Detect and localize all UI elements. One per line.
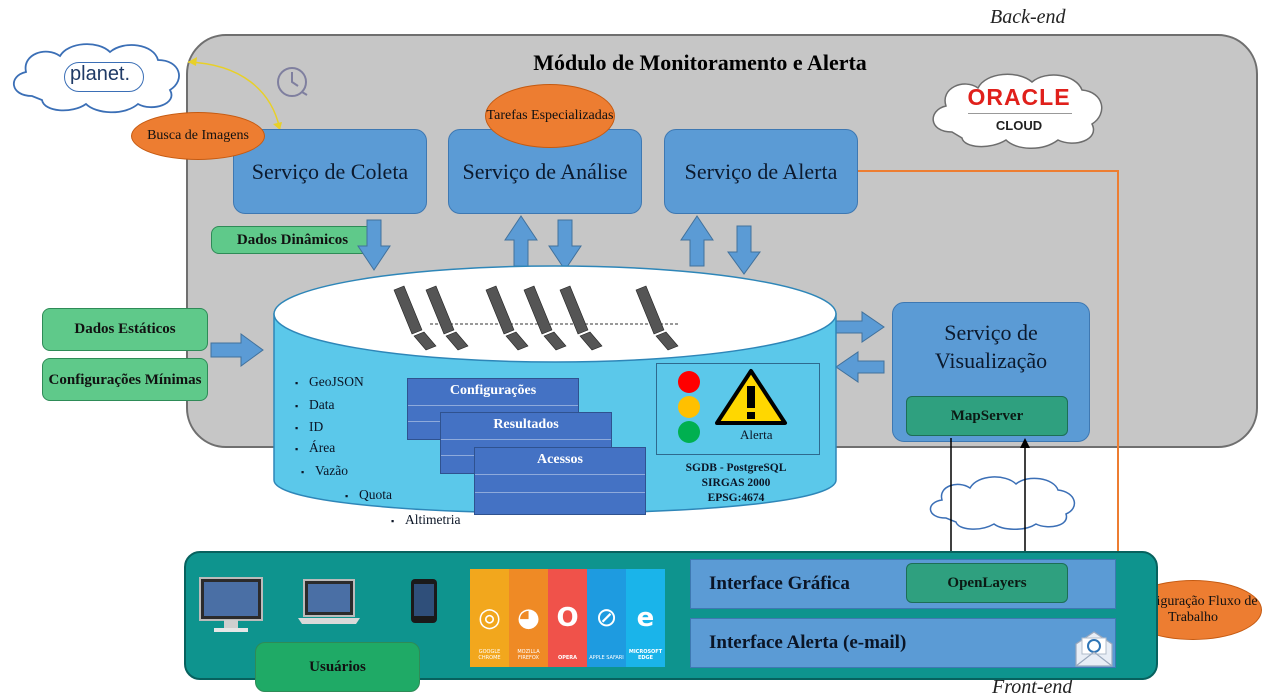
db-field: Área [295, 440, 335, 456]
db-field: ID [295, 419, 323, 435]
alert-label: Alerta [740, 427, 773, 442]
servico-coleta: Serviço de Coleta [233, 129, 427, 214]
interface-alerta: Interface Alerta (e-mail) [690, 618, 1116, 668]
planet-cloud [13, 43, 180, 114]
chrome-icon: ◎GOOGLE CHROME [470, 569, 509, 667]
dados-estaticos: Dados Estáticos [42, 308, 208, 351]
browser-label: GOOGLE CHROME [478, 649, 501, 661]
oracle-cloud-label: CLOUD [995, 118, 1043, 133]
tablet-icon [411, 579, 437, 623]
usuarios: Usuários [255, 642, 420, 692]
db-field: Vazão [301, 463, 348, 479]
openlayers: OpenLayers [906, 563, 1068, 603]
db-info: SGDB - PostgreSQL SIRGAS 2000 EPSG:4674 [676, 461, 796, 506]
sgdb-label: SGDB - PostgreSQL [685, 462, 787, 474]
oracle-logo: ORACLE [967, 84, 1071, 110]
busca-imagens-bubble: Busca de Imagens [131, 112, 265, 160]
warning-icon [715, 369, 787, 425]
planet-logo-text: planet. [70, 63, 131, 85]
configuracoes-minimas: Configurações Mínimas [42, 358, 208, 401]
clock-icon [277, 67, 308, 97]
firefox-icon: ◕MOZILLA FIREFOX [509, 569, 548, 667]
table-acessos: Acessos [474, 447, 646, 515]
map-link-arrows [946, 438, 1030, 566]
db-field: Quota [345, 487, 392, 503]
dados-dinamicos: Dados Dinâmicos [211, 226, 374, 254]
backend-label: Back-end [990, 6, 1066, 28]
browser-label: OPERA [557, 655, 578, 661]
planet-logo [64, 62, 144, 92]
interface-grafica-label: Interface Gráfica [709, 573, 850, 594]
mapserver: MapServer [906, 396, 1068, 436]
epsg-label: EPSG:4674 [707, 491, 765, 504]
db-field: GeoJSON [295, 374, 364, 390]
desktop-icon [199, 577, 263, 632]
module-title: Módulo de Monitoramento e Alerta [533, 50, 867, 75]
frontend-label: Front-end [992, 676, 1073, 698]
browser-label: MICROSOFT EDGE [628, 649, 663, 661]
db-field: Data [295, 397, 334, 413]
planet-link-arrow [187, 57, 282, 131]
servico-alerta: Serviço de Alerta [664, 129, 858, 214]
db-field: Altimetria [391, 512, 460, 528]
cloud-icon [929, 476, 1076, 530]
browser-label: APPLE SAFARI [589, 655, 624, 661]
interface-alerta-label: Interface Alerta (e-mail) [709, 632, 907, 653]
oracle-cloud [932, 73, 1103, 149]
table-label: Resultados [493, 417, 559, 432]
safari-icon: ⊘APPLE SAFARI [587, 569, 626, 667]
oracle-divider [968, 113, 1072, 114]
browser-label: MOZILLA FIREFOX [517, 649, 540, 661]
table-label: Acessos [537, 452, 583, 467]
tarefas-especializadas-bubble: Tarefas Especializadas [485, 84, 615, 148]
alert-box [656, 363, 820, 455]
srs-label: SIRGAS 2000 [701, 476, 771, 489]
email-icon [1075, 631, 1113, 667]
satellite-icon [393, 285, 680, 351]
servico-visualizacao-label: Serviço de Visualização [934, 320, 1048, 373]
traffic-light-icon [678, 371, 700, 443]
table-label: Configurações [449, 383, 537, 398]
laptop-icon [298, 579, 360, 624]
